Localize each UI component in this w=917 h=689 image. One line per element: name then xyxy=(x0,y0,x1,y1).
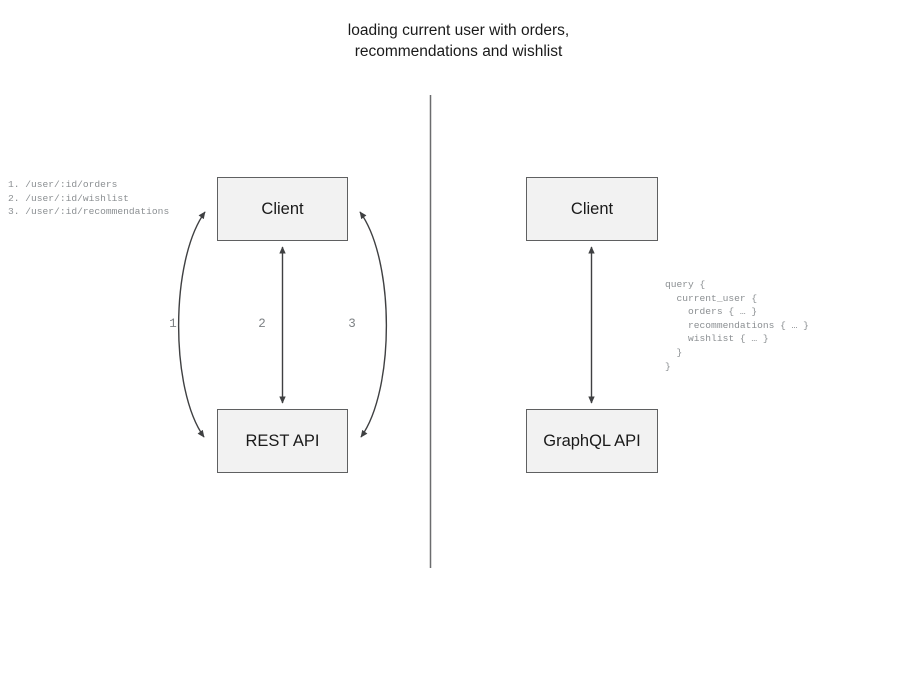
rest-edge-1-curve xyxy=(177,211,206,438)
graphql-query-snippet: query { current_user { orders { … } reco… xyxy=(665,279,809,372)
rest-edge-1-number: 1 xyxy=(169,317,177,331)
node-rest-api-label: REST API xyxy=(245,431,320,450)
rest-edge-2-number: 2 xyxy=(258,317,266,331)
node-rest-api: REST API xyxy=(217,409,348,473)
node-rest-client-label: Client xyxy=(261,199,304,218)
rest-edge-3-curve xyxy=(359,211,388,438)
diagram-title: loading current user with orders, recomm… xyxy=(347,22,570,60)
node-graphql-api: GraphQL API xyxy=(526,409,658,473)
node-rest-client: Client xyxy=(217,177,348,241)
node-graphql-client-label: Client xyxy=(570,199,614,218)
node-graphql-client: Client xyxy=(526,177,658,241)
rest-endpoint-list: 1. /user/:id/orders 2. /user/:id/wishlis… xyxy=(8,179,170,218)
node-graphql-api-label: GraphQL API xyxy=(543,431,641,450)
rest-edge-3-number: 3 xyxy=(348,317,356,331)
